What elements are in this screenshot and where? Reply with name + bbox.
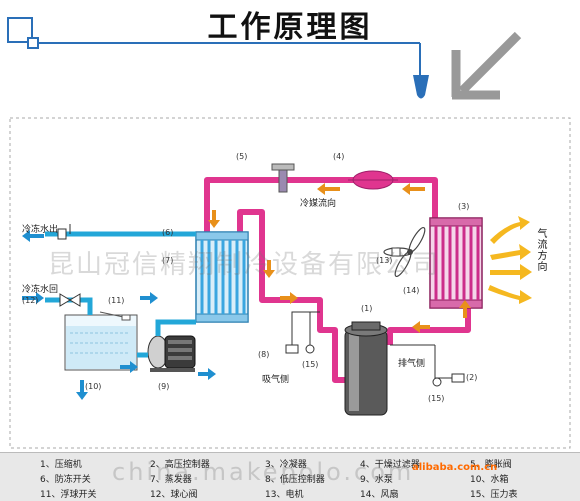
low-pressure-controller <box>285 311 320 354</box>
label-2: (2) <box>466 373 478 382</box>
label-4: (4) <box>333 152 345 161</box>
expansion-valve <box>271 163 295 193</box>
water-out-label: 冷冻水出 <box>22 225 59 235</box>
pressure-gauge-discharge <box>432 360 442 387</box>
compressor <box>344 321 388 416</box>
site-watermark: china.makepolo.com <box>112 458 415 486</box>
legend-item: 3、冷凝器 <box>265 460 307 470</box>
refrigerant-flow-arrows <box>208 183 471 333</box>
air-flow-arrows <box>488 216 532 304</box>
legend-item: 8、低压控制器 <box>265 475 325 485</box>
discharge-side-label: 排气侧 <box>398 359 426 369</box>
label-1: (1) <box>361 304 373 313</box>
legend-item: 9、水泵 <box>360 475 393 485</box>
legend-item: 13、电机 <box>265 490 304 500</box>
refrigerant-pipes <box>204 177 471 383</box>
component-legend: 1、压缩机 2、高压控制器 3、冷凝器 4、干燥过滤器 5、膨胀阀 6、防冻开关… <box>0 452 580 501</box>
legend-item: 12、球心阀 <box>150 490 198 500</box>
fan-icon <box>383 226 426 278</box>
label-14: (14) <box>403 286 420 295</box>
evaporator <box>195 231 249 323</box>
water-return-label: 冷冻水回 <box>22 285 59 295</box>
company-watermark: 昆山冠信精翔制冷设备有限公司 <box>48 250 441 280</box>
alibaba-watermark: alibaba.com.cn <box>412 462 498 473</box>
label-15-discharge: (15) <box>428 394 445 403</box>
diagram-frame <box>9 117 571 449</box>
label-5: (5) <box>236 152 248 161</box>
label-3: (3) <box>458 202 470 211</box>
antifreeze-switch <box>57 224 71 240</box>
legend-item: 15、压力表 <box>470 490 518 500</box>
water-pump <box>147 335 196 372</box>
corner-arrow-icon <box>451 31 522 100</box>
legend-item: 6、防冻开关 <box>40 475 91 485</box>
pressure-gauge-suction <box>305 312 315 354</box>
suction-side-label: 吸气侧 <box>262 375 290 385</box>
label-15-suction: (15) <box>302 360 319 369</box>
legend-item: 14、风扇 <box>360 490 399 500</box>
drier-filter <box>348 170 398 190</box>
label-13: (13) <box>376 256 393 265</box>
label-12: (12) <box>22 296 39 305</box>
label-10: (10) <box>85 382 102 391</box>
legend-item: 2、高压控制器 <box>150 460 210 470</box>
legend-item: 7、蒸发器 <box>150 475 192 485</box>
page-title: 工作原理图 <box>207 10 373 45</box>
water-tank <box>64 311 138 371</box>
label-6: (6) <box>162 228 174 237</box>
legend-item: 11、浮球开关 <box>40 490 97 500</box>
ball-valve <box>59 293 81 307</box>
legend-item: 10、水箱 <box>470 475 509 485</box>
header-decoration <box>7 17 429 99</box>
label-9: (9) <box>158 382 170 391</box>
label-8: (8) <box>258 350 270 359</box>
air-flow-label: 气流方向 <box>535 228 546 272</box>
legend-item: 4、干燥过滤器 <box>360 460 420 470</box>
label-7: (7) <box>162 256 174 265</box>
water-flow-arrows <box>22 230 216 400</box>
condenser <box>429 217 483 309</box>
legend-item: 5、膨胀阀 <box>470 460 512 470</box>
label-11: (11) <box>108 296 125 305</box>
refrigerant-flow-label: 冷媒流向 <box>300 199 337 209</box>
legend-item: 1、压缩机 <box>40 460 82 470</box>
